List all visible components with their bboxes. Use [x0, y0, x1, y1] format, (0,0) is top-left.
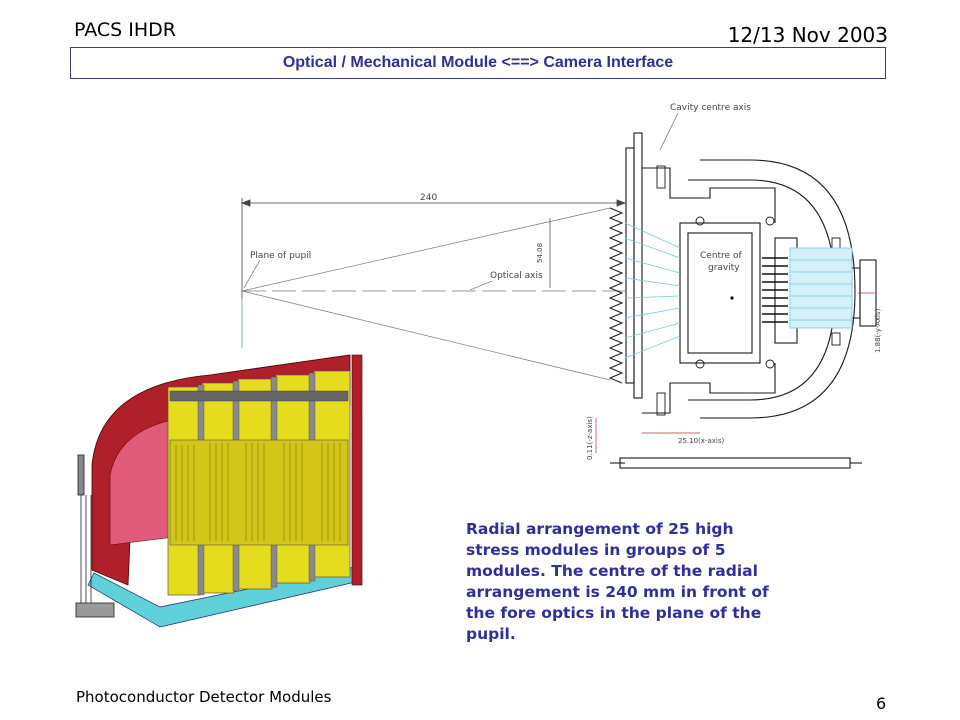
axis-dimensions: [595, 292, 875, 453]
bolts: [656, 165, 841, 416]
optical-cone: [241, 207, 625, 381]
dimension-240: [240, 198, 627, 348]
cavity-leader: [659, 112, 679, 151]
dim-x-label: 25.10(x-axis): [678, 437, 724, 445]
dim-y-label: 1.88(-y-Axis): [874, 308, 882, 353]
cross-section-drawing: 240 54.08 Plane of pupil Optical axis Ca…: [240, 103, 882, 469]
cog-marker: [730, 296, 734, 300]
cog-label-2: gravity: [708, 263, 740, 273]
module-end-plate: [351, 354, 363, 586]
page-number: 6: [876, 694, 887, 713]
plane-of-pupil-label: Plane of pupil: [250, 251, 311, 261]
pupil-leader: [243, 259, 261, 289]
cavity-axis-label: Cavity centre axis: [670, 103, 751, 113]
module-connectors: [169, 390, 349, 402]
housing-outline: [610, 132, 877, 469]
title-box: Optical / Mechanical Module <==> Camera …: [70, 47, 886, 79]
dim-240-label: 240: [420, 193, 437, 203]
module-fins: [169, 439, 349, 546]
dim-54-label: 54.08: [536, 243, 544, 263]
cog-label-1: Centre of: [700, 251, 742, 261]
header-date: 12/13 Nov 2003: [727, 23, 888, 47]
header-left: PACS IHDR: [74, 19, 176, 41]
module-cables: [75, 454, 115, 618]
optical-paths: [624, 222, 853, 359]
axis-leader: [469, 280, 493, 291]
footer-left: Photoconductor Detector Modules: [76, 688, 332, 706]
lens-array: [608, 207, 624, 384]
slide-title: Optical / Mechanical Module <==> Camera …: [282, 54, 674, 71]
optical-axis-label: Optical axis: [490, 271, 543, 281]
detector-module-render: [75, 354, 363, 628]
detector-fins: [762, 257, 788, 323]
dim-z-label: 0.11(-z-axis): [586, 416, 594, 460]
caption-text: Radial arrangement of 25 high stress mod…: [466, 520, 769, 643]
